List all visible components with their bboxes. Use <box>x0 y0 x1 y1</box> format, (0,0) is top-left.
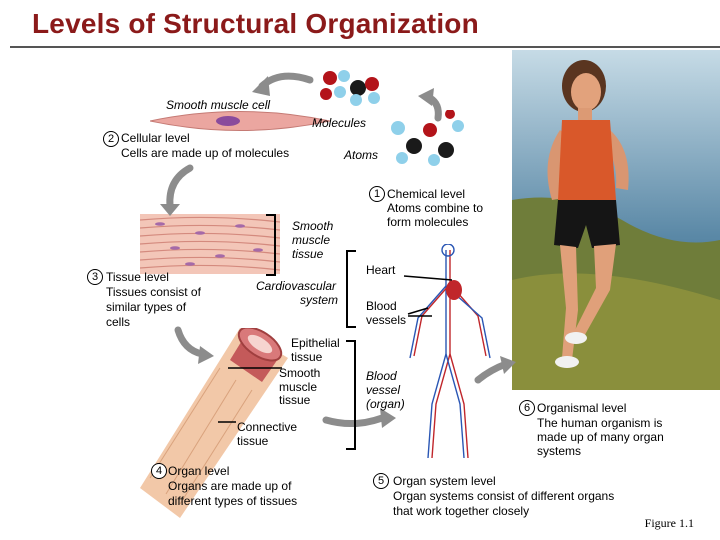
blood-vessel-organ-label: vessel <box>366 383 401 397</box>
organ-bracket <box>346 340 356 450</box>
level-3-name: Tissue level <box>106 270 169 284</box>
epithelial-tissue-label: tissue <box>291 350 323 364</box>
epithelial-tissue-label: Epithelial <box>291 336 340 350</box>
blood-vessels-label: Blood <box>366 299 397 313</box>
smooth-muscle-cell-label: Smooth muscle cell <box>166 98 271 112</box>
connective-tissue-label: Connective <box>237 420 298 434</box>
level-4-badge: 4 <box>151 463 167 479</box>
level-2-badge: 2 <box>103 131 119 147</box>
molecules-label: Molecules <box>312 116 367 130</box>
page-title: Levels of Structural Organization <box>32 8 479 39</box>
heart-label: Heart <box>366 263 396 277</box>
level-5-desc-line: that work together closely <box>393 504 530 518</box>
level-4-name: Organ level <box>168 464 230 478</box>
system-bracket <box>346 250 356 328</box>
arrow-molecules-to-cell <box>258 72 314 90</box>
level-2-desc: Cells are made up of molecules <box>121 146 290 160</box>
smooth-muscle-cell-illustration <box>150 111 330 131</box>
atoms-illustration <box>391 110 464 166</box>
level-5-name: Organ system level <box>393 474 496 488</box>
smooth-muscle-tissue-illustration <box>140 214 280 274</box>
organ-smooth-muscle-tissue-label: Smooth <box>279 366 321 380</box>
blood-vessel-illustration <box>140 328 288 518</box>
level-3-desc-line: cells <box>106 315 131 329</box>
level-5-desc-line: Organ systems consist of different organ… <box>393 489 615 503</box>
blood-vessel-organ-label: Blood <box>366 369 397 383</box>
smooth-muscle-tissue-label: Smooth <box>292 219 334 233</box>
blood-vessels-label: vessels <box>366 313 407 327</box>
arrow-system-to-organism <box>474 360 510 384</box>
cardiovascular-system-label: Cardiovascular <box>256 279 337 293</box>
figure-caption: Figure 1.1 <box>644 516 694 530</box>
level-1-badge: 1 <box>369 186 385 202</box>
level-6-name: Organismal level <box>537 401 627 415</box>
level-6-desc-line: made up of many organ <box>537 430 664 444</box>
level-1-desc-line: Atoms combine to <box>387 201 484 215</box>
level-3-desc-line: similar types of <box>106 300 187 314</box>
level-1-desc-line: form molecules <box>387 215 469 229</box>
organ-smooth-muscle-tissue-label: tissue <box>279 393 311 407</box>
smooth-muscle-tissue-label: tissue <box>292 247 324 261</box>
level-4-desc-line: different types of tissues <box>168 494 298 508</box>
level-6-badge: 6 <box>519 400 535 416</box>
title-divider <box>10 46 720 48</box>
level-3-badge: 3 <box>87 269 103 285</box>
arrow-cell-to-tissue <box>166 164 194 210</box>
blood-vessel-organ-label: (organ) <box>366 397 405 411</box>
tissue-bracket <box>266 214 276 276</box>
arrow-tissue-to-organ <box>174 326 206 358</box>
connective-tissue-label: tissue <box>237 434 269 448</box>
level-6-desc-line: The human organism is <box>537 416 663 430</box>
level-4-desc-line: Organs are made up of <box>168 479 292 493</box>
cardiovascular-system-label: system <box>300 293 339 307</box>
atoms-label: Atoms <box>344 148 379 162</box>
level-5-badge: 5 <box>373 473 389 489</box>
level-2-name: Cellular level <box>121 131 190 145</box>
level-3-desc-line: Tissues consist of <box>106 285 201 299</box>
level-1-name: Chemical level <box>387 187 466 201</box>
level-6-desc-line: systems <box>537 444 582 458</box>
runner-photo <box>512 50 720 390</box>
smooth-muscle-tissue-label: muscle <box>292 233 331 247</box>
cardiovascular-system-illustration <box>409 244 491 459</box>
molecules-illustration <box>320 70 380 106</box>
organ-smooth-muscle-tissue-label: muscle <box>279 380 318 394</box>
